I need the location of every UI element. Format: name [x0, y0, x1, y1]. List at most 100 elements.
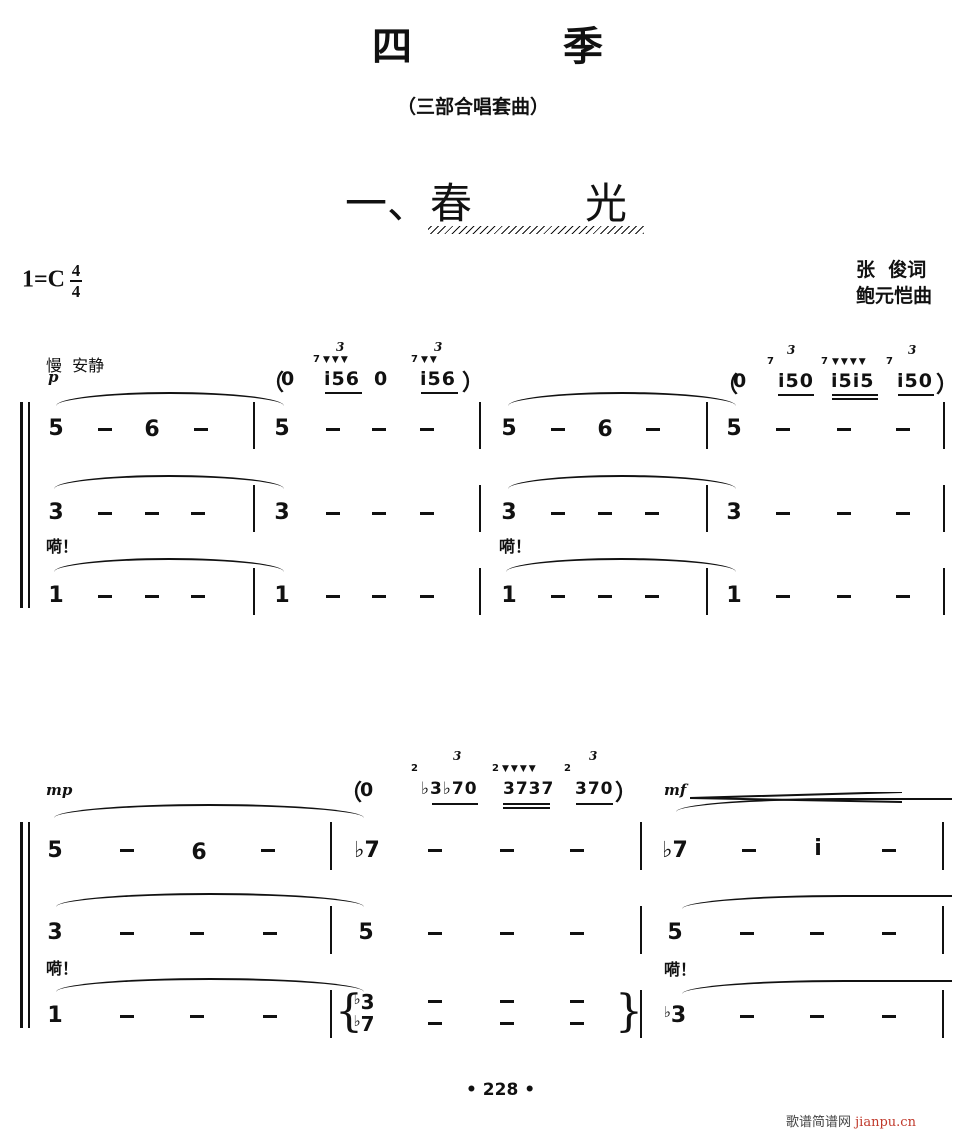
ornament-notes: i5i5 — [831, 370, 875, 392]
sustain-dash — [742, 849, 756, 852]
beam-underline — [503, 803, 550, 805]
sustain-dash — [420, 512, 434, 515]
triplet-mark: 3 — [589, 749, 598, 763]
sustain-dash — [190, 932, 204, 935]
title-char-1: 四 — [372, 24, 412, 70]
sustain-dash — [837, 512, 851, 515]
rest: 0 — [374, 368, 389, 390]
sustain-dash — [882, 849, 896, 852]
note: 5 — [48, 416, 64, 441]
ornament-notes: 370 — [575, 779, 614, 799]
sustain-dash — [190, 1015, 204, 1018]
slur — [54, 558, 284, 574]
sustain-dash — [261, 849, 275, 852]
sustain-dash — [145, 595, 159, 598]
system-bracket — [20, 402, 30, 608]
dynamic-mf: mf — [664, 781, 687, 799]
flat-sign: ♭ — [353, 990, 361, 1008]
sustain-dash — [372, 428, 386, 431]
lyric: 嗬！ — [499, 537, 532, 556]
sustain-dash — [120, 1015, 134, 1018]
chord-brace-close: } — [615, 986, 643, 1037]
note: 1 — [274, 583, 290, 608]
barline — [943, 402, 945, 449]
barline — [479, 568, 481, 615]
chord-brace-open: { — [335, 986, 363, 1037]
key-signature: 1=C — [22, 266, 66, 293]
sustain-dash — [500, 1000, 514, 1003]
barline — [253, 402, 255, 449]
note: 5 — [358, 920, 374, 945]
sustain-dash — [263, 1015, 277, 1018]
note: 5 — [47, 838, 63, 863]
note: 6 — [144, 417, 160, 442]
staccato-marks: ▼▼▼▼ — [832, 357, 868, 367]
sustain-dash — [570, 849, 584, 852]
triplet-mark: 3 — [908, 343, 917, 357]
sustain-dash — [500, 932, 514, 935]
grace-note: 2 — [564, 763, 571, 774]
sustain-dash — [896, 595, 910, 598]
grace-note: 7 — [411, 354, 418, 365]
triplet-mark: 3 — [336, 340, 345, 354]
note: 5 — [667, 920, 683, 945]
lyricist: 张 俊词 — [856, 259, 927, 281]
sustain-dash — [896, 512, 910, 515]
sustain-dash — [428, 1000, 442, 1003]
chord-note-upper: ♭3 — [350, 990, 378, 1014]
barline — [640, 990, 642, 1038]
sustain-dash — [896, 428, 910, 431]
note: 5 — [501, 416, 517, 441]
beam-underline — [832, 394, 878, 396]
sustain-dash — [740, 932, 754, 935]
ornament-notes: 3737 — [503, 779, 555, 799]
sustain-dash — [372, 595, 386, 598]
barline — [943, 485, 945, 532]
chord-upper-digit: 3 — [360, 990, 375, 1014]
staccato-marks: ▼▼▼▼ — [502, 764, 538, 774]
sustain-dash — [810, 1015, 824, 1018]
sustain-dash — [500, 1022, 514, 1025]
sustain-dash — [326, 428, 340, 431]
barline — [479, 485, 481, 532]
barline — [942, 990, 944, 1038]
barline — [330, 990, 332, 1038]
sustain-dash — [740, 1015, 754, 1018]
sustain-dash — [194, 428, 208, 431]
barline — [706, 485, 708, 532]
system-bracket — [20, 822, 30, 1028]
beam-underline-double — [503, 807, 550, 809]
note: 3 — [501, 500, 517, 525]
sustain-dash — [263, 932, 277, 935]
triplet-mark: 3 — [434, 340, 443, 354]
composer: 鲍元恺曲 — [856, 285, 933, 307]
slur — [56, 893, 364, 909]
ornament-notes: i50 — [778, 370, 814, 392]
sustain-dash — [882, 932, 896, 935]
grace-note: 7 — [886, 356, 893, 367]
sustain-dash — [551, 428, 565, 431]
sustain-dash — [372, 512, 386, 515]
sustain-dash — [776, 595, 790, 598]
sustain-dash — [810, 932, 824, 935]
sustain-dash — [551, 512, 565, 515]
sustain-dash — [428, 849, 442, 852]
note: 1 — [501, 583, 517, 608]
dynamic-p: p — [48, 368, 59, 386]
sustain-dash — [428, 1022, 442, 1025]
watermark: 歌谱简谱网 jianpu.cn — [786, 1111, 916, 1130]
slur — [54, 804, 364, 820]
note: 5 — [726, 416, 742, 441]
sustain-dash — [598, 595, 612, 598]
note-digit: 3 — [670, 1003, 687, 1028]
sustain-dash — [837, 595, 851, 598]
lyric: 嗬！ — [46, 537, 79, 556]
grace-note: 2 — [411, 763, 418, 774]
section-title-char-1: 春 — [430, 179, 473, 228]
open-paren: （ — [262, 371, 285, 396]
barline — [330, 822, 332, 870]
note: 1 — [47, 1003, 63, 1028]
rest: 0 — [733, 370, 748, 392]
